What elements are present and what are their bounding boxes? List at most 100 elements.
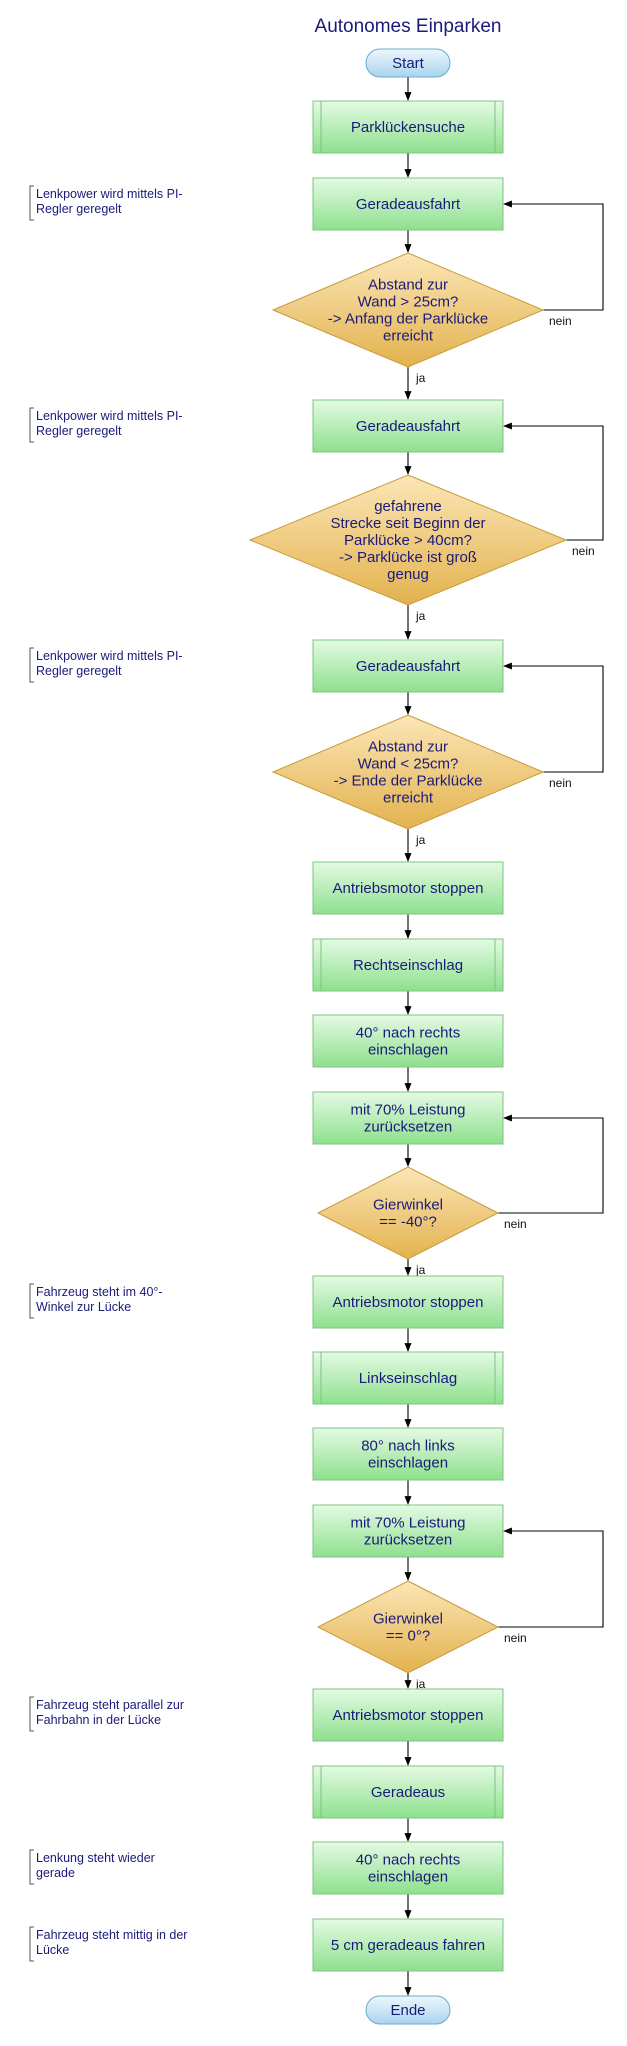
- edge-label-yes: ja: [415, 609, 426, 623]
- node-stop2: Antriebsmotor stoppen: [312, 1275, 504, 1329]
- edges-layer: ja nein ja nein ja nein ja nein ja nein: [404, 77, 604, 1996]
- decision-diamond: [316, 1166, 500, 1260]
- node-drive1: Geradeausfahrt: [312, 177, 504, 231]
- annotation-line: Lenkpower wird mittels PI-: [36, 187, 183, 201]
- node-label-line: zurücksetzen: [364, 1532, 452, 1549]
- annotation-line: Regler geregelt: [36, 424, 122, 438]
- node-right: Rechtseinschlag: [312, 938, 504, 992]
- node-label-line: Abstand zur: [368, 277, 448, 294]
- edge-label-no: nein: [549, 314, 572, 328]
- edge-label-yes: ja: [415, 1677, 426, 1691]
- node-label-line: 80° nach links: [361, 1438, 455, 1455]
- node-label-line: Wand < 25cm?: [358, 756, 459, 773]
- diagram-title: Autonomes Einparken: [315, 16, 502, 37]
- annotation-line: Lenkung steht wieder: [36, 1851, 155, 1865]
- node-label-line: Rechtseinschlag: [353, 957, 463, 974]
- node-label-line: mit 70% Leistung: [350, 1102, 465, 1119]
- process-box: [312, 1275, 504, 1329]
- node-dec5: Gierwinkel== 0°?: [316, 1580, 500, 1674]
- subprocess-box: [312, 1351, 504, 1405]
- annotation-line: Lenkpower wird mittels PI-: [36, 649, 183, 663]
- node-label-line: -> Anfang der Parklücke: [328, 311, 489, 328]
- annotation-stop2: Fahrzeug steht im 40°-Winkel zur Lücke: [29, 1283, 163, 1319]
- annotation-line: Lücke: [36, 1943, 69, 1957]
- node-label-line: Abstand zur: [368, 739, 448, 756]
- node-stop3: Antriebsmotor stoppen: [312, 1688, 504, 1742]
- node-label-line: Linkseinschlag: [359, 1370, 457, 1387]
- annotation-line: Regler geregelt: [36, 664, 122, 678]
- node-label-line: gefahrene: [374, 498, 442, 515]
- node-label-line: einschlagen: [368, 1042, 448, 1059]
- node-label-line: mit 70% Leistung: [350, 1515, 465, 1532]
- node-stop1: Antriebsmotor stoppen: [312, 861, 504, 915]
- node-label-line: Geradeausfahrt: [356, 658, 461, 675]
- process-box: [312, 1427, 504, 1481]
- annotation-line: Winkel zur Lücke: [36, 1300, 131, 1314]
- node-label-line: Antriebsmotor stoppen: [333, 1294, 484, 1311]
- terminal-pill: [365, 1995, 451, 2025]
- subprocess-box: [312, 938, 504, 992]
- node-label-line: einschlagen: [368, 1869, 448, 1886]
- edge-dec3-stop1: ja: [404, 829, 426, 862]
- node-start: Start: [365, 48, 451, 78]
- process-box: [312, 1688, 504, 1742]
- annotation-bracket: [29, 1849, 34, 1885]
- node-label-line: genug: [387, 566, 429, 583]
- edge-label-yes: ja: [415, 1263, 426, 1277]
- node-label-line: erreicht: [383, 790, 434, 807]
- edge-loop-line: [503, 662, 604, 773]
- edge-dec3-drive3: nein: [503, 662, 604, 790]
- edge-dec5-back2: nein: [498, 1527, 604, 1645]
- node-drive2: Geradeausfahrt: [312, 399, 504, 453]
- decision-diamond: [248, 474, 568, 606]
- node-label-line: Geradeausfahrt: [356, 196, 461, 213]
- edge-dec5-stop3: ja: [404, 1673, 426, 1691]
- node-label-line: Parklücke > 40cm?: [344, 532, 472, 549]
- process-box: [312, 177, 504, 231]
- edge-dec1-drive1: nein: [503, 200, 604, 328]
- edge-loop-line: [503, 422, 604, 541]
- annotation-bracket: [29, 1283, 34, 1319]
- node-label-line: Start: [392, 55, 425, 72]
- subprocess-box: [312, 100, 504, 154]
- node-label-line: == 0°?: [386, 1628, 430, 1645]
- node-label-line: erreicht: [383, 328, 434, 345]
- annotation-line: Fahrzeug steht parallel zur: [36, 1698, 184, 1712]
- annotation-drive3: Lenkpower wird mittels PI-Regler geregel…: [29, 647, 183, 683]
- node-label-line: Gierwinkel: [373, 1611, 443, 1628]
- annotation-bracket: [29, 1926, 34, 1962]
- node-end: Ende: [365, 1995, 451, 2025]
- process-box: [312, 1918, 504, 1972]
- node-dec4: Gierwinkel== -40°?: [316, 1166, 500, 1260]
- edge-label-yes: ja: [415, 371, 426, 385]
- process-box: [312, 861, 504, 915]
- node-label-line: -> Parklücke ist groß: [339, 549, 477, 566]
- edge-loop-line: [498, 1527, 604, 1628]
- edge-label-no: nein: [549, 776, 572, 790]
- edge-label-no: nein: [504, 1631, 527, 1645]
- node-label-line: Geradeausfahrt: [356, 418, 461, 435]
- node-label-line: Antriebsmotor stoppen: [333, 1707, 484, 1724]
- node-fwd5: 5 cm geradeaus fahren: [312, 1918, 504, 1972]
- node-label-line: 40° nach rechts: [356, 1025, 460, 1042]
- node-label-line: Strecke seit Beginn der: [330, 515, 485, 532]
- node-search: Parklückensuche: [312, 100, 504, 154]
- edge-dec2-drive2: nein: [503, 422, 604, 558]
- process-box: [312, 1091, 504, 1145]
- node-label-line: einschlagen: [368, 1455, 448, 1472]
- process-box: [312, 1504, 504, 1558]
- node-label-line: 5 cm geradeaus fahren: [331, 1937, 485, 1954]
- process-box: [312, 639, 504, 693]
- edge-label-no: nein: [504, 1217, 527, 1231]
- edge-loop-line: [498, 1114, 604, 1214]
- node-label-line: Antriebsmotor stoppen: [333, 880, 484, 897]
- edge-label-yes: ja: [415, 833, 426, 847]
